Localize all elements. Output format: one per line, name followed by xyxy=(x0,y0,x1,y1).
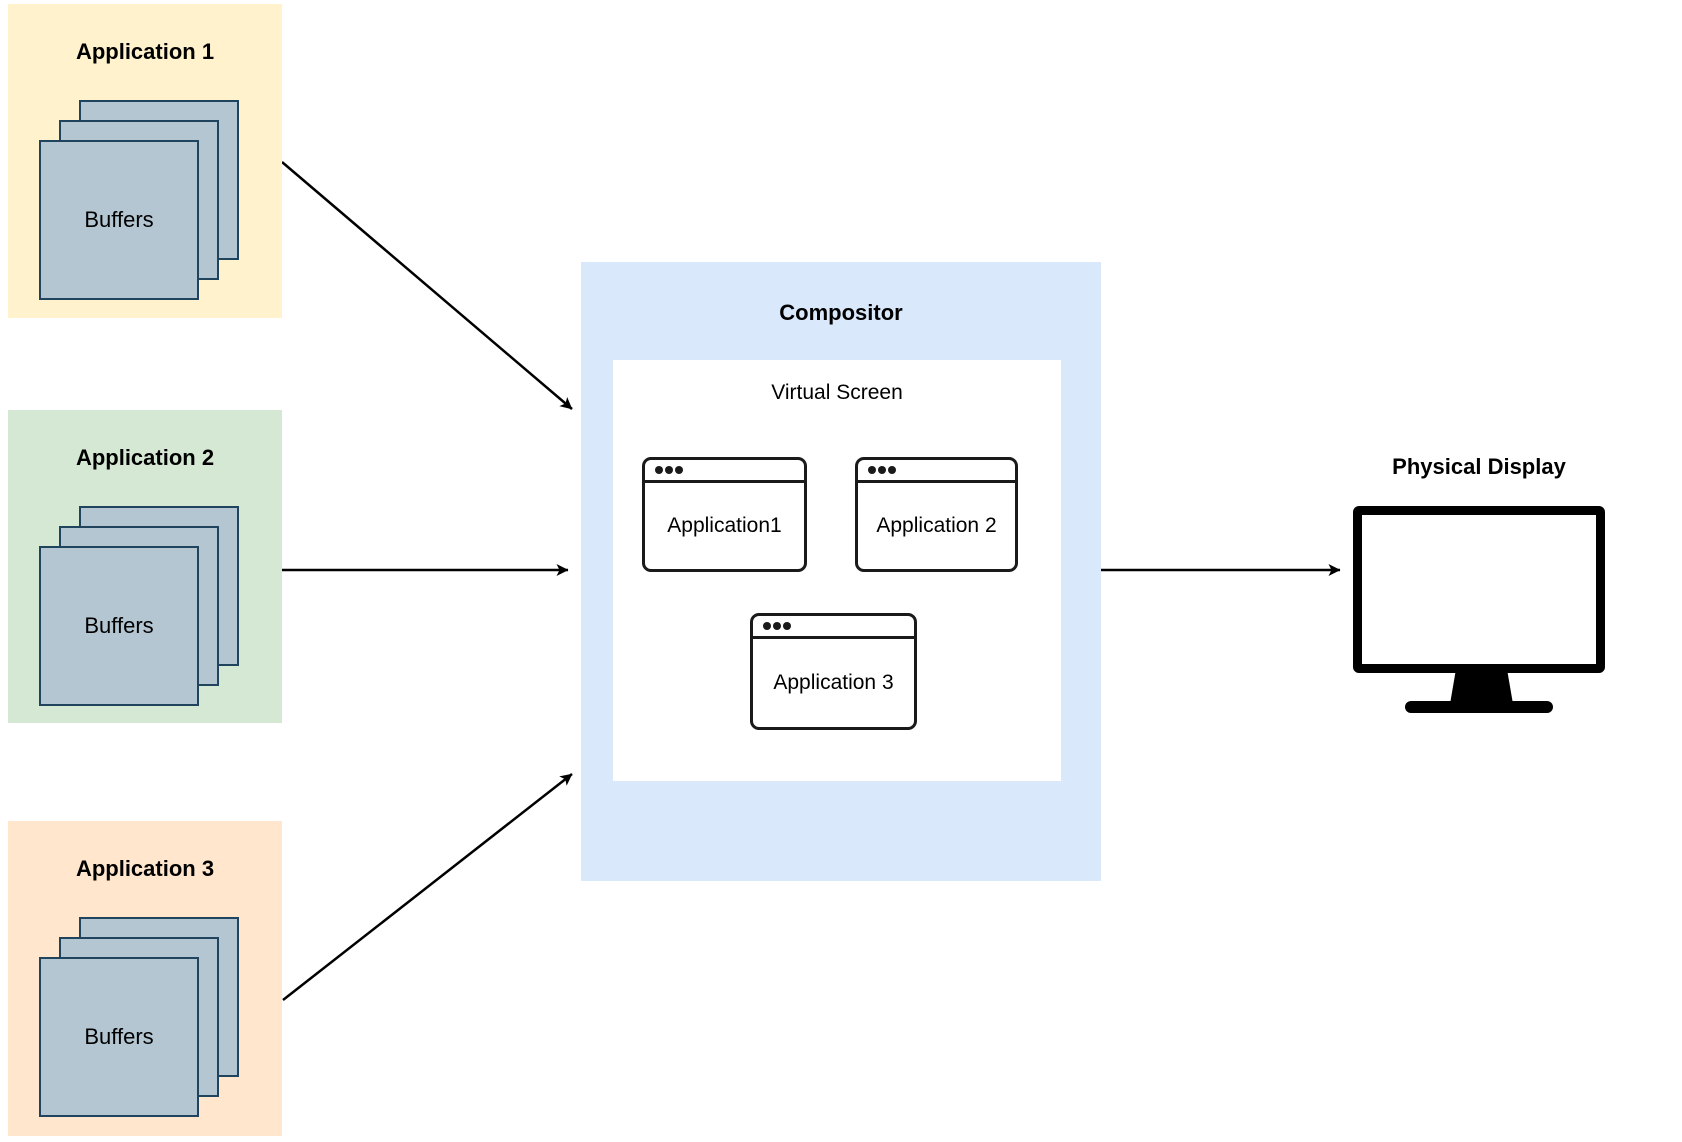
window-titlebar xyxy=(645,460,804,483)
application-3-group: Application 3 Buffers xyxy=(8,821,282,1136)
buffer-square-front: Buffers xyxy=(39,957,199,1117)
buffers-label: Buffers xyxy=(84,207,154,232)
window-titlebar xyxy=(753,616,914,639)
window-dot-icon xyxy=(888,466,896,474)
application-1-group: Application 1 Buffers xyxy=(8,4,282,318)
physical-display-title: Physical Display xyxy=(1392,454,1566,479)
monitor-screen xyxy=(1353,506,1605,673)
window-dot-icon xyxy=(763,622,771,630)
window-dot-icon xyxy=(675,466,683,474)
window-application3: Application 3 xyxy=(750,613,917,730)
window-dot-icon xyxy=(773,622,781,630)
window-body: Application 3 xyxy=(753,639,914,727)
virtual-screen: Virtual Screen Application1 xyxy=(613,360,1061,781)
window-dot-icon xyxy=(655,466,663,474)
application-1-title: Application 1 xyxy=(75,39,215,64)
buffers-label: Buffers xyxy=(84,1024,154,1049)
monitor-stand-neck xyxy=(1450,671,1513,704)
arrow-app3-to-compositor xyxy=(282,773,573,1001)
buffer-square-front: Buffers xyxy=(39,140,199,300)
monitor-stand-base xyxy=(1405,701,1553,713)
application-2-group: Application 2 Buffers xyxy=(8,410,282,723)
compositor-box: Compositor Virtual Screen Application1 xyxy=(581,262,1101,881)
window-application1: Application1 xyxy=(642,457,807,572)
window-dot-icon xyxy=(783,622,791,630)
window-dot-icon xyxy=(868,466,876,474)
window-body: Application 2 xyxy=(858,483,1015,569)
window-dot-icon xyxy=(878,466,886,474)
buffers-label: Buffers xyxy=(84,613,154,638)
window-titlebar xyxy=(858,460,1015,483)
application-2-title: Application 2 xyxy=(75,445,215,470)
window-body: Application1 xyxy=(645,483,804,569)
compositor-title: Compositor xyxy=(779,300,903,325)
virtual-screen-title: Virtual Screen xyxy=(771,381,903,404)
window-application2: Application 2 xyxy=(855,457,1018,572)
window-label: Application 2 xyxy=(876,514,997,537)
window-dot-icon xyxy=(665,466,673,474)
window-label: Application1 xyxy=(667,514,782,537)
application-3-title: Application 3 xyxy=(75,856,215,881)
buffer-square-front: Buffers xyxy=(39,546,199,706)
arrow-app1-to-compositor xyxy=(281,161,573,410)
window-label: Application 3 xyxy=(773,671,894,694)
